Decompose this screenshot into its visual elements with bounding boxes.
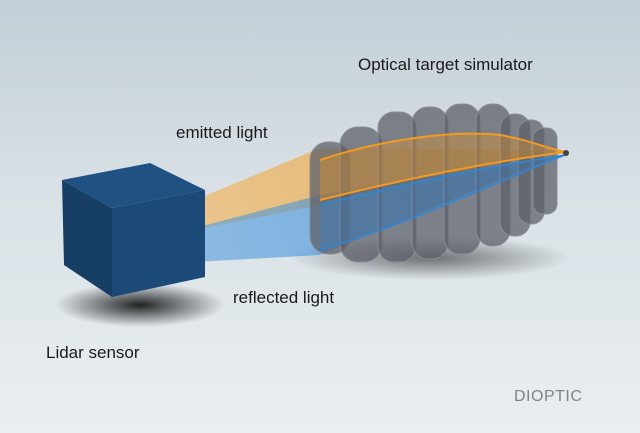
- lidar-sensor-cube: [62, 163, 205, 297]
- optical-target-simulator: [309, 103, 558, 263]
- dioptic-logo: DIOPTIC: [514, 388, 583, 405]
- optical-target-simulator-label: Optical target simulator: [358, 55, 533, 74]
- reflected-light-label: reflected light: [233, 288, 335, 307]
- sensor-shadow: [55, 283, 225, 327]
- emitted-ray-envelope: [319, 132, 566, 201]
- focal-point: [563, 150, 569, 156]
- lidar-sensor-label: Lidar sensor: [46, 343, 140, 362]
- emitted-light-label: emitted light: [176, 123, 268, 142]
